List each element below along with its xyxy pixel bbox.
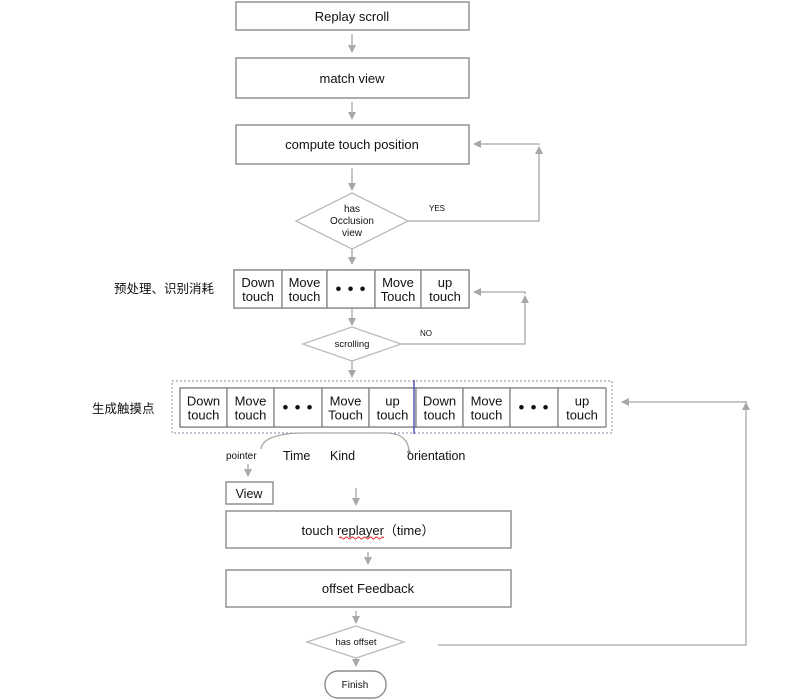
occlusion-label-line3: view (342, 228, 363, 239)
touch-event-cell: • • • (509, 387, 559, 428)
pointer-brace-left (260, 432, 305, 450)
touch-event-kind: Move (382, 275, 414, 290)
touch-event-type: Touch (381, 289, 416, 304)
brace-end-dot (407, 450, 411, 454)
touch-event-cell-box (420, 269, 470, 309)
ellipsis-cell-label: • • • (336, 281, 367, 298)
touch-event-kind: up (438, 275, 452, 290)
touch-event-type: touch (471, 408, 503, 423)
touch-event-type: touch (429, 289, 461, 304)
scrolling-decision: scrolling (300, 326, 404, 362)
occlusion-label-line1: has (344, 204, 360, 215)
preprocess-side-label: 预处理、识别消耗 (114, 282, 215, 296)
match-view-node: match view (235, 57, 470, 99)
touch-event-type: touch (424, 408, 456, 423)
pointer-field: pointer (226, 451, 257, 462)
no-loop-line (401, 295, 529, 345)
kind-field: Kind (330, 449, 355, 463)
replay-scroll-label: Replay scroll (315, 9, 390, 24)
offset-feedback-label: offset Feedback (322, 581, 415, 596)
match-view-label: match view (319, 71, 385, 86)
touch-event-type: touch (377, 408, 409, 423)
offset-feedback-node: offset Feedback (225, 569, 512, 608)
touch-event-type: Touch (328, 408, 363, 423)
compute-touch-node: compute touch position (235, 124, 470, 165)
touch-event-cell-box (233, 269, 283, 309)
touch-event-cell-box (368, 387, 417, 428)
touch-event-type: touch (188, 408, 220, 423)
orientation-field: orientation (407, 449, 465, 463)
touch-event-kind: Down (187, 394, 220, 409)
has-offset-decision: has offset (304, 625, 407, 659)
ellipsis-cell-label: • • • (283, 400, 314, 417)
yes-loop-return-arrow (473, 140, 540, 148)
occlusion-decision: has Occlusion view (294, 192, 410, 250)
touch-event-cell-box (281, 269, 328, 309)
touch-replayer-label: touch replayer（time） (302, 523, 435, 538)
touch-event-cell-box (557, 387, 607, 428)
touch-event-type: touch (242, 289, 274, 304)
touch-event-cell-box (415, 387, 464, 428)
touch-event-kind: Down (423, 394, 456, 409)
occlusion-label-line2: Occlusion (330, 216, 374, 227)
ellipsis-cell-label: • • • (519, 400, 550, 417)
touch-event-kind: Down (241, 275, 274, 290)
touch-event-type: touch (566, 408, 598, 423)
touch-event-kind: Move (330, 394, 362, 409)
touch-event-kind: Move (471, 394, 503, 409)
touch-event-type: touch (235, 408, 267, 423)
compute-touch-label: compute touch position (285, 137, 419, 152)
time-field: Time (283, 449, 310, 463)
no-label: NO (420, 329, 432, 338)
no-loop-return-arrow (473, 288, 526, 296)
touch-event-cell-box (374, 269, 422, 309)
has-offset-label: has offset (335, 637, 376, 648)
touch-event-kind: up (385, 394, 399, 409)
touch-event-type: touch (289, 289, 321, 304)
replay-scroll-node: Replay scroll (235, 1, 470, 31)
orientation-brace-right (304, 432, 410, 452)
touch-event-cell-box (326, 269, 376, 309)
touch-event-cell: • • • (326, 269, 376, 309)
yes-label: YES (429, 204, 445, 213)
generate-touch-side-label: 生成触摸点 (92, 402, 155, 416)
finish-node: Finish (324, 670, 387, 699)
finish-label: Finish (342, 680, 369, 691)
touch-event-cell-box (179, 387, 228, 428)
touch-event-kind: Move (235, 394, 267, 409)
touch-replayer-node: touch replayer（time） (225, 510, 512, 549)
offset-loop-return-arrow (621, 398, 747, 406)
touch-event-cell: • • • (273, 387, 323, 428)
view-label: View (236, 487, 264, 501)
yes-loop-line (408, 146, 543, 222)
touch-event-kind: Move (289, 275, 321, 290)
view-node: View (225, 481, 274, 505)
touch-event-kind: up (575, 394, 589, 409)
offset-loop-line (438, 402, 750, 646)
spellcheck-underline (338, 536, 385, 540)
scrolling-label: scrolling (335, 339, 370, 350)
touch-event-cell-box (226, 387, 275, 428)
